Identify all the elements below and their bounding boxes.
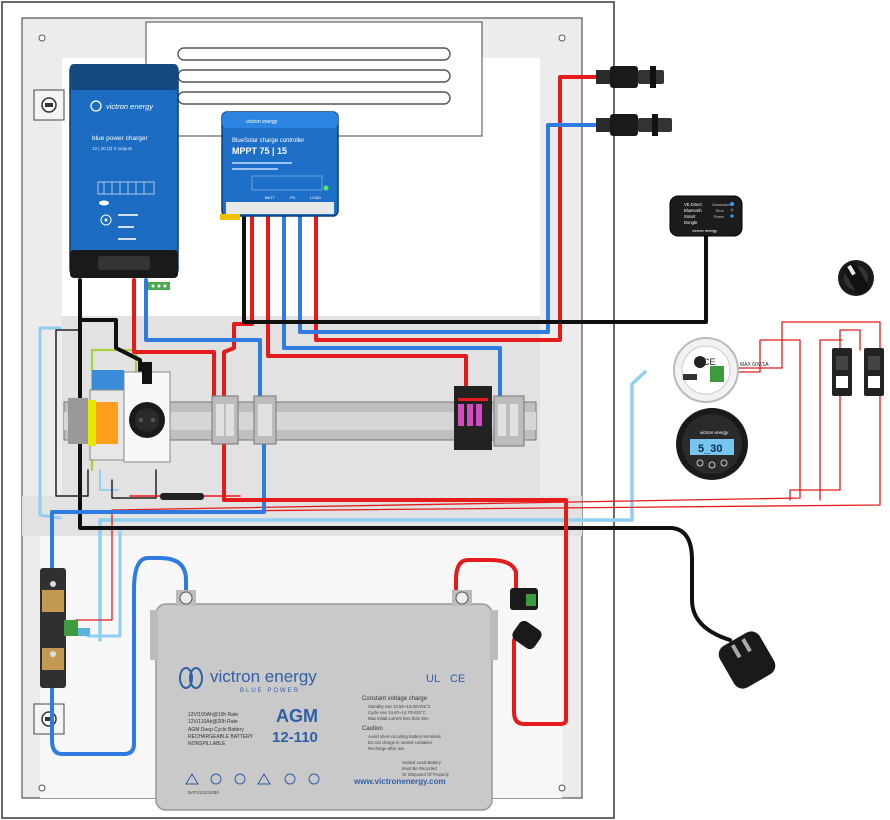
battery-charge-line-3: Max initial current less than 30A bbox=[368, 716, 429, 721]
battery-spec-3: AGM Deep Cycle Battery bbox=[188, 727, 244, 733]
battery-mark-ce: CE bbox=[450, 673, 465, 685]
svg-text:CE: CE bbox=[703, 357, 716, 367]
dongle-line-1: VE.Direct bbox=[684, 202, 703, 207]
battery-charge-heading: Constant voltage charge bbox=[362, 696, 428, 702]
lock-top bbox=[33, 89, 65, 121]
agm-battery: victron energy BLUE POWER AGM 12-110 12V… bbox=[150, 590, 498, 811]
battery-caution-line-1: Avoid short-circuiting battery terminals bbox=[368, 734, 441, 739]
monitor-display: 5_30 bbox=[698, 443, 722, 455]
charger-brand: victron energy bbox=[106, 102, 154, 111]
lock-bottom bbox=[33, 703, 65, 735]
battery-spec-5: NONSPILLABLE bbox=[188, 741, 226, 747]
terminal-block-blue bbox=[253, 395, 277, 445]
battery-shunt bbox=[40, 568, 90, 688]
battery-caution-line-2: Do not charge in sealed container bbox=[368, 740, 433, 745]
battery-website: www.victronenergy.com bbox=[353, 777, 446, 786]
mains-plug bbox=[718, 631, 776, 689]
monitor-brand: victron energy bbox=[700, 430, 729, 435]
dongle-led-error: Error bbox=[716, 209, 725, 213]
battery-model: 12-110 bbox=[272, 729, 318, 746]
charger-title: blue power charger bbox=[92, 135, 148, 142]
rotary-switch-knob bbox=[838, 260, 874, 296]
battery-spec-1: 12V/100Ah@10h Rate bbox=[188, 712, 238, 718]
charger-output-terminal bbox=[148, 282, 170, 290]
battery-type: AGM bbox=[276, 706, 318, 726]
smart-dongle: VE.Direct Bluetooth Smart Dongle Connect… bbox=[669, 195, 743, 237]
battery-spec-4: RECHARGEABLE BATTERY bbox=[188, 734, 254, 740]
terminal-block-load bbox=[493, 395, 525, 447]
dongle-line-3: Smart bbox=[684, 214, 696, 219]
fuse-holders bbox=[454, 386, 492, 450]
battery-charge-line-1: Standby use 13.50~13.80V/25°C bbox=[368, 704, 431, 709]
battery-recycle-1: Sealed Lead Battery bbox=[402, 760, 442, 765]
battery-fuse-holder bbox=[510, 588, 542, 650]
battery-recycle-3: Or Disposed Of Properly bbox=[402, 772, 450, 777]
mppt-brand: victron energy bbox=[246, 119, 278, 125]
dongle-brand: victron energy bbox=[692, 228, 718, 233]
wires bbox=[38, 75, 881, 756]
ac-socket bbox=[123, 362, 171, 463]
battery-monitor-front: victron energy 5_30 bbox=[676, 408, 748, 480]
battery-tagline: BLUE POWER bbox=[240, 688, 300, 694]
mppt-model: MPPT 75 | 15 bbox=[232, 146, 287, 156]
dongle-led-power: Power bbox=[714, 215, 725, 219]
battery-monitor-back: CE MAX 60V/1A bbox=[673, 337, 769, 403]
battery-part-number: BAT412101080 bbox=[188, 790, 219, 795]
mc4-connector-negative bbox=[596, 114, 672, 136]
mppt-title: BlueSolar charge controller bbox=[232, 138, 304, 144]
battery-brand: victron energy bbox=[210, 667, 317, 686]
vent-grille bbox=[145, 21, 483, 137]
mc4-connector-positive bbox=[596, 66, 664, 88]
blue-power-charger: victron energy blue power charger 12 | 3… bbox=[69, 64, 179, 278]
dc-breaker-left bbox=[832, 348, 852, 396]
battery-spec-2: 12V/110Ah@20h Rate bbox=[188, 719, 238, 725]
load-fuse-label: MAX 60V/1A bbox=[740, 362, 769, 368]
battery-recycle-2: Must Be Recycled bbox=[402, 766, 437, 771]
inline-fuse bbox=[160, 493, 204, 500]
mppt-terminal-load: LOAD bbox=[310, 195, 321, 200]
relay-group bbox=[68, 370, 127, 461]
battery-mark-ul: UL bbox=[426, 673, 440, 685]
mppt-charge-controller: victron energy BlueSolar charge controll… bbox=[220, 111, 339, 220]
battery-charge-line-2: Cycle use 14.40~14.70V/25°C bbox=[368, 710, 426, 715]
terminal-block-red bbox=[211, 395, 239, 445]
battery-caution-heading: Caution bbox=[362, 726, 383, 732]
dc-breaker-right bbox=[864, 348, 884, 396]
battery-caution-line-3: Recharge after use bbox=[368, 746, 405, 751]
dongle-led-connection: Connection bbox=[712, 203, 730, 207]
dongle-line-4: Dongle bbox=[684, 220, 698, 225]
mppt-terminal-batt: BATT bbox=[265, 195, 275, 200]
dongle-line-2: Bluetooth bbox=[684, 208, 702, 213]
mppt-terminal-pv: PV bbox=[290, 195, 296, 200]
charger-subtitle: 12 | 30 (3) 3 outputs bbox=[92, 146, 133, 151]
